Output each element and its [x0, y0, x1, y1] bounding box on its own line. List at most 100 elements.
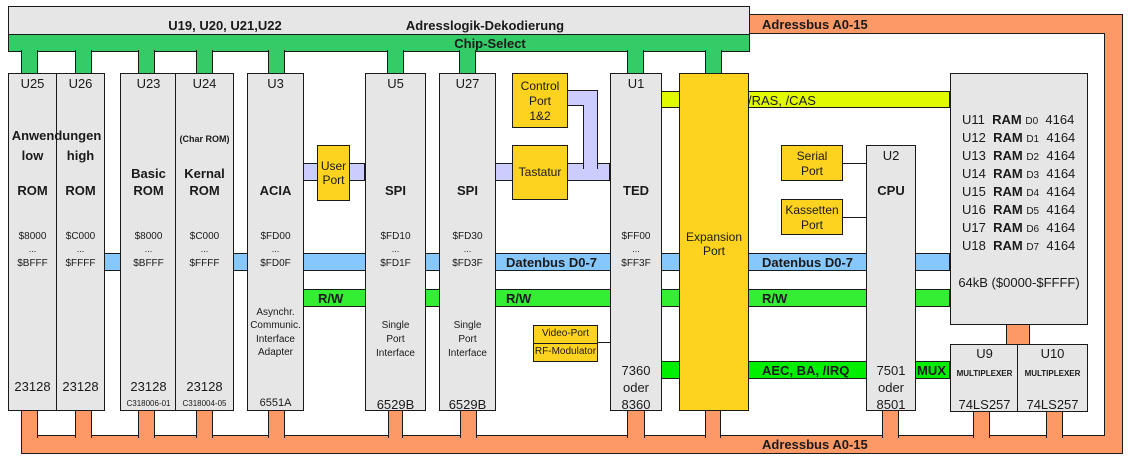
chip-u3-desc: Communic. [250, 320, 301, 331]
rw-label-3: R/W [762, 291, 788, 306]
chip-u23-addr-to: $BFFF [133, 258, 164, 269]
chip-u1-part: 7360 [621, 363, 651, 378]
video-port-label: Video-Port [541, 328, 590, 339]
cs-stub [627, 50, 644, 74]
chip-u24-part-no: C318004-05 [182, 399, 227, 408]
control-port-label: 1&2 [529, 109, 551, 123]
chip-u1-addr-to: $FF3F [621, 258, 651, 269]
rf-modulator-label: RF-Modulator [534, 346, 597, 357]
chip-u3-desc: Interface [256, 334, 295, 345]
chip-u24[interactable] [175, 73, 234, 411]
chip-u23-part: 23128 [130, 379, 167, 394]
chip-u27[interactable] [439, 73, 496, 411]
rf-modulator[interactable] [533, 343, 598, 362]
chip-u1-type: TED [623, 183, 649, 198]
chip-u9[interactable] [950, 344, 1019, 412]
cassette-port-label: Kassetten [785, 203, 839, 217]
ram-row: U14 RAM D3 4164 [962, 166, 1076, 181]
cassette-port[interactable] [781, 199, 843, 235]
chip-u26-type: ROM [65, 183, 96, 198]
chip-u26-part: 23128 [62, 379, 99, 394]
ram-row: U11 RAM D0 4164 [962, 112, 1075, 127]
cassette-port-label: Port [800, 218, 823, 232]
expansion-port[interactable] [679, 73, 749, 411]
chip-u1-id: U1 [627, 76, 645, 91]
chip-u5-type: SPI [385, 183, 406, 198]
ram-size: 64kB ($0000-$FFFF) [958, 275, 1080, 290]
chip-u27-type: SPI [457, 183, 478, 198]
chip-u10-type: MULTIPLEXER [1024, 369, 1081, 378]
chip-u5-dots: ... [391, 244, 400, 254]
addr-stub [268, 410, 285, 438]
chip-u26-high: high [66, 148, 95, 163]
chip-u5[interactable] [365, 73, 426, 411]
rw-label-2: R/W [506, 291, 532, 306]
ram-row: U15 RAM D4 4164 [962, 184, 1076, 199]
chip-u1-addr-from: $FF00 [621, 231, 651, 242]
chip-u27-addr-from: $FD30 [452, 231, 483, 242]
chip-u26-addr-from: $C000 [65, 231, 96, 242]
chip-u9-id: U9 [976, 346, 993, 361]
chip-u5-addr-to: $FD1F [380, 258, 411, 269]
chip-u23-part-no: C318006-01 [126, 399, 171, 408]
ram-block[interactable] [950, 73, 1088, 325]
addr-stub [1046, 410, 1063, 438]
chip-u24-id: U24 [192, 76, 217, 91]
chip-u2-type: CPU [877, 183, 905, 198]
chip-u1[interactable] [610, 73, 662, 411]
chip-u10-id: U10 [1040, 346, 1065, 361]
cassette-connector [842, 217, 867, 218]
chip-u2[interactable] [866, 145, 916, 411]
chip-u23-addr-from: $8000 [134, 231, 163, 242]
chip-u27-desc: Interface [448, 348, 487, 359]
chip-u10[interactable] [1017, 344, 1088, 412]
chip-u25-low: low [21, 148, 44, 163]
cs-stub [21, 50, 38, 74]
chip-u3[interactable] [247, 73, 304, 411]
keyboard-port-label: Tastatur [518, 165, 562, 179]
chip-u27-part: 6529B [448, 397, 487, 412]
chip-u25-id: U25 [20, 76, 45, 91]
chip-u26[interactable] [56, 73, 105, 411]
chip-u26-dots: ... [76, 244, 85, 254]
chip-u27-desc: Single [453, 320, 482, 331]
serial-port-label: Serial [796, 149, 828, 163]
control-port-label: Port [528, 94, 551, 108]
chip-u3-desc: Adapter [257, 347, 294, 358]
addr-stub [21, 410, 38, 438]
chip-u25-name: Anwendungen [11, 128, 102, 143]
chip-u2-part: 8501 [876, 397, 906, 412]
cs-stub [75, 50, 92, 74]
chip-u25[interactable] [8, 73, 57, 411]
data-bus-label-2: Datenbus D0-7 [762, 255, 854, 270]
addr-stub [138, 410, 155, 438]
chip-u25-addr-from: $8000 [18, 231, 47, 242]
addr-stub [460, 410, 477, 438]
serial-port[interactable] [781, 145, 843, 181]
addr-stub [627, 410, 645, 438]
serial-port-label: Port [800, 164, 823, 178]
ram-row: U18 RAM D7 4164 [962, 238, 1076, 253]
chip-u23-id: U23 [136, 76, 161, 91]
expansion-port-label: Expansion [685, 230, 743, 244]
chip-u1-dots: ... [632, 244, 640, 254]
chip-u2-part: 7501 [876, 363, 906, 378]
addr-stub [388, 410, 403, 438]
addr-stub [705, 410, 721, 438]
ram-row: U12 RAM D1 4164 [962, 130, 1076, 145]
expansion-port-label: Port [702, 244, 725, 258]
keyboard-port[interactable] [512, 145, 568, 200]
user-port[interactable] [317, 145, 350, 201]
chip-u23-dots: ... [144, 244, 153, 254]
chip-u25-dots: ... [28, 244, 37, 254]
chip-u5-part: 6529B [376, 397, 415, 412]
chip-u5-desc: Interface [376, 348, 415, 359]
chip-u25-part: 23128 [14, 379, 51, 394]
control-port[interactable] [512, 73, 568, 128]
chip-u27-dots: ... [463, 244, 472, 254]
ram-row: U13 RAM D2 4164 [962, 148, 1076, 163]
chip-u1-part: 8360 [621, 397, 651, 412]
chip-u23[interactable] [120, 73, 177, 411]
chip-u24-addr-from: $C000 [189, 231, 220, 242]
ram-row: U16 RAM D5 4164 [962, 202, 1076, 217]
